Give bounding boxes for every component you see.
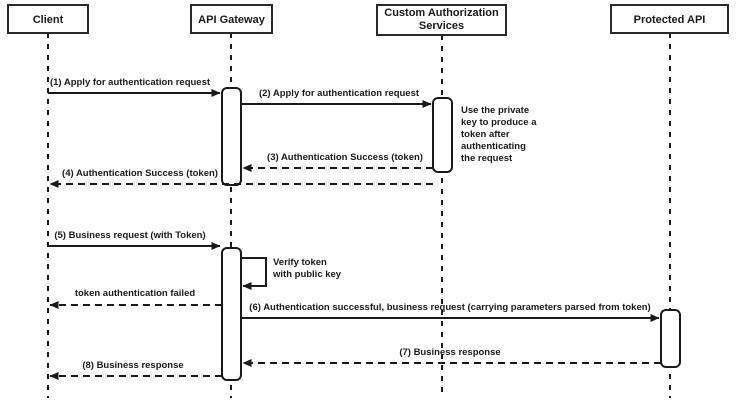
message-self-verify-token-label-line1: Verify token (273, 257, 327, 268)
message-1-label: (1) Apply for authentication request (50, 77, 211, 88)
participant-label-client: Client (33, 14, 64, 26)
message-7[interactable]: (7) Business response (242, 347, 661, 367)
participant-box-custom-authorization-services[interactable] (376, 4, 507, 36)
message-2-label: (2) Apply for authentication request (259, 88, 420, 99)
participant-box-protected-api[interactable] (610, 4, 729, 34)
message-8-label: (8) Business response (82, 360, 183, 371)
message-token-authentication-failed[interactable]: token authentication failed (49, 288, 222, 309)
message-4-label: (4) Authentication Success (token) (62, 168, 218, 179)
message-4[interactable]: (4) Authentication Success (token) (49, 168, 433, 188)
participant-label-protected-api: Protected API (634, 14, 706, 26)
message-7-label: (7) Business response (399, 347, 500, 358)
activation-bar-protected-api (660, 309, 681, 368)
message-3-label: (3) Authentication Success (token) (267, 152, 423, 163)
message-self-verify-token-arrow (241, 257, 267, 290)
note-private-key-line-5: the request (461, 153, 513, 164)
message-self-verify-token-label-line2: with public key (272, 269, 342, 280)
message-self-verify-token[interactable]: Verify token with public key (241, 257, 342, 290)
message-6-label: (6) Authentication successful, business … (249, 302, 650, 313)
message-1[interactable]: (1) Apply for authentication request (48, 77, 221, 97)
note-private-key-line-3: token after (461, 129, 510, 140)
participant-label-api-gateway: API Gateway (198, 14, 266, 26)
message-8[interactable]: (8) Business response (49, 360, 222, 380)
activation-bar-api-gateway-2 (221, 247, 242, 381)
note-private-key: Use the private key to produce a token a… (461, 105, 537, 164)
message-6[interactable]: (6) Authentication successful, business … (241, 302, 660, 322)
participant-label-custom-authorization-services-line1: Custom Authorization (384, 7, 499, 19)
participant-label-custom-authorization-services-line2: Services (419, 20, 464, 32)
note-private-key-line-2: key to produce a (461, 117, 537, 128)
message-2[interactable]: (2) Apply for authentication request (241, 88, 432, 108)
participant-protected-api[interactable]: Protected API (610, 4, 729, 34)
participant-client[interactable]: Client (7, 4, 89, 34)
participant-box-client[interactable] (7, 4, 89, 34)
note-private-key-line-4: authenticating (461, 141, 526, 152)
activation-bar-custom-authorization-services (432, 97, 453, 173)
message-token-authentication-failed-label: token authentication failed (75, 288, 196, 299)
message-5[interactable]: (5) Business request (with Token) (48, 230, 221, 250)
participant-api-gateway[interactable]: API Gateway (190, 4, 273, 34)
message-5-label: (5) Business request (with Token) (54, 230, 205, 241)
participant-custom-authorization-services[interactable]: Custom Authorization Services (376, 4, 507, 36)
message-3[interactable]: (3) Authentication Success (token) (242, 152, 433, 172)
note-private-key-line-1: Use the private (461, 105, 529, 116)
participant-box-api-gateway[interactable] (190, 4, 273, 34)
activation-bar-api-gateway-1 (221, 87, 242, 186)
